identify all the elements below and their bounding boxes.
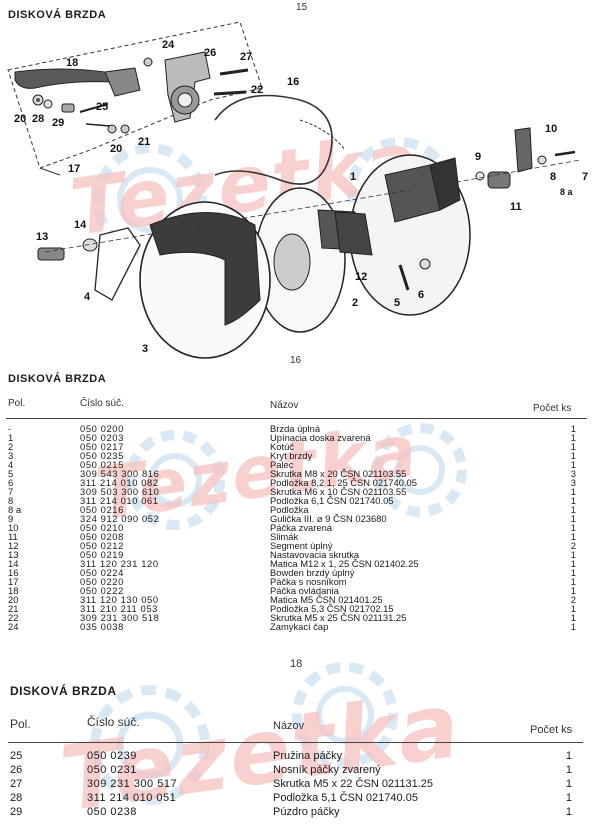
callout-9: 9 bbox=[475, 151, 481, 163]
table2-rule bbox=[8, 742, 583, 743]
washer-28 bbox=[43, 99, 53, 109]
callout-10: 10 bbox=[545, 123, 557, 135]
table1-header-num: Číslo súč. bbox=[80, 398, 124, 409]
table2-header-qty: Počet ks bbox=[530, 724, 573, 736]
spring-25 bbox=[79, 103, 109, 113]
callout-28: 28 bbox=[32, 113, 44, 125]
bowden-cable-16 bbox=[214, 94, 333, 185]
callout-4: 4 bbox=[84, 291, 91, 303]
table1-header-name: Názov bbox=[270, 400, 299, 411]
callout-13: 13 bbox=[36, 231, 48, 243]
table2-header-num: Číslo súč. bbox=[87, 715, 140, 729]
table1-title: DISKOVÁ BRZDA bbox=[8, 373, 107, 385]
callout-18: 18 bbox=[66, 57, 78, 69]
callout-26: 26 bbox=[204, 47, 216, 59]
callout-8a: 8 a bbox=[560, 187, 574, 197]
callout-3: 3 bbox=[142, 343, 148, 355]
diagram-title: DISKOVÁ BRZDA bbox=[8, 9, 107, 21]
callout-17: 17 bbox=[68, 163, 80, 175]
callout-20a: 20 bbox=[14, 113, 26, 125]
page-number-18: 18 bbox=[290, 658, 303, 670]
callout-7: 7 bbox=[582, 171, 588, 183]
screw-13 bbox=[37, 247, 65, 261]
lever-10 bbox=[514, 127, 533, 173]
nut-14 bbox=[82, 238, 98, 252]
callout-8: 8 bbox=[550, 171, 556, 183]
bushing-29 bbox=[61, 103, 75, 113]
pin-24 bbox=[143, 57, 153, 67]
callout-16: 16 bbox=[287, 76, 299, 88]
callout-21: 21 bbox=[138, 136, 150, 148]
worm-11 bbox=[487, 171, 511, 189]
table2-header-name: Názov bbox=[273, 720, 305, 732]
callout-24: 24 bbox=[162, 39, 175, 51]
cam-4 bbox=[94, 227, 141, 301]
callout-14: 14 bbox=[74, 219, 87, 231]
page-number-16: 16 bbox=[290, 355, 302, 366]
exploded-disc-brake-diagram: 18 24 26 27 22 16 25 20 28 29 20 21 17 1… bbox=[7, 21, 588, 359]
washer-6 bbox=[419, 258, 431, 270]
lever-18 bbox=[14, 68, 113, 89]
callout-25: 25 bbox=[96, 101, 108, 113]
ball-9 bbox=[475, 171, 485, 181]
callout-22: 22 bbox=[251, 84, 263, 96]
table2-header-pol: Pol. bbox=[10, 717, 31, 731]
bolt-5 bbox=[398, 264, 410, 291]
callout-12: 12 bbox=[355, 271, 367, 283]
callout-2: 2 bbox=[352, 297, 358, 309]
callout-29: 29 bbox=[52, 117, 64, 129]
table1-header-qty: Počet ks bbox=[533, 403, 572, 414]
table2-title: DISKOVÁ BRZDA bbox=[10, 684, 117, 698]
callout-27: 27 bbox=[240, 51, 252, 63]
callout-20b: 20 bbox=[110, 143, 122, 155]
callout-5: 5 bbox=[394, 297, 400, 309]
callout-1: 1 bbox=[350, 171, 356, 183]
page-number-15: 15 bbox=[296, 2, 308, 13]
callout-11: 11 bbox=[510, 201, 522, 213]
table1-header-pol: Pol. bbox=[8, 398, 26, 409]
table1-rule bbox=[6, 418, 587, 419]
callout-6: 6 bbox=[418, 289, 424, 301]
